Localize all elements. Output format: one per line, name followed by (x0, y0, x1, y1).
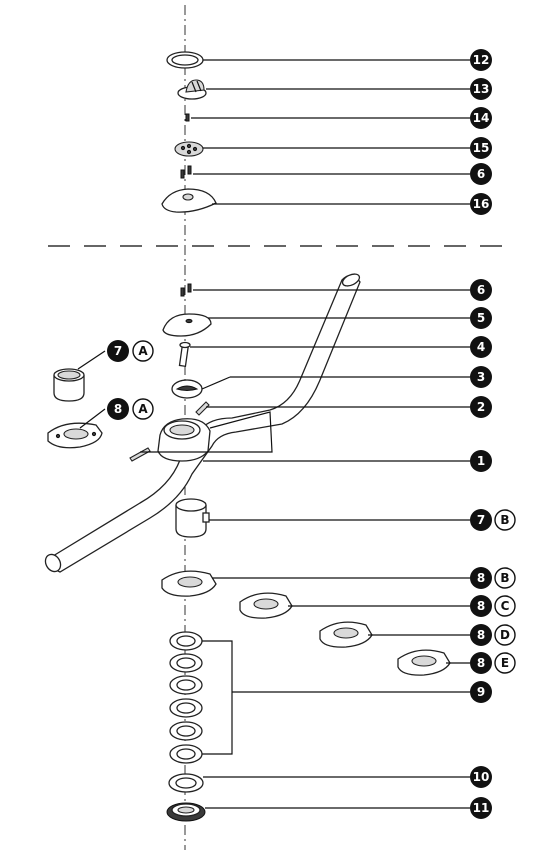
leader-9 (202, 640, 233, 755)
callout-4: 4 (470, 336, 492, 358)
callout-13-label: 13 (473, 82, 490, 96)
callout-16: 16 (470, 193, 492, 215)
callout-6-top-label: 6 (477, 167, 485, 181)
callout-8b-label: 8 (477, 571, 485, 585)
variant-8e-label: E (501, 656, 509, 670)
part-14-screw (185, 113, 190, 122)
leader-7a (77, 350, 106, 370)
callout-9: 9 (470, 681, 492, 703)
callout-1-label: 1 (477, 454, 485, 468)
leader-lines (77, 59, 470, 809)
callout-7a: 7 A (107, 340, 154, 362)
callout-4-label: 4 (477, 340, 485, 354)
callout-7a-label: 7 (114, 344, 122, 358)
part-8d-plate (319, 621, 373, 648)
part-6-screws-top (180, 165, 192, 179)
callout-8a-label: 8 (114, 402, 122, 416)
part-15-plate (174, 141, 204, 157)
callout-12: 12 (470, 49, 492, 71)
callout-14-label: 14 (473, 111, 490, 125)
leader-8a (79, 408, 106, 429)
part-2-bolt-lower (129, 447, 151, 462)
callout-12-label: 12 (473, 53, 490, 67)
callout-15: 15 (470, 137, 492, 159)
callout-8e-label: 8 (477, 656, 485, 670)
part-10-washer (168, 773, 204, 793)
part-11-bearing-cup (166, 802, 206, 822)
callout-6-mid-label: 6 (477, 283, 485, 297)
part-13-cable-guide (177, 79, 207, 100)
part-9-spacer-stack (169, 631, 203, 764)
callout-3-label: 3 (477, 370, 485, 384)
callout-10: 10 (470, 766, 492, 788)
callout-8c: 8 C (470, 595, 516, 617)
callout-11-label: 11 (473, 801, 490, 815)
part-7b-spacer (175, 498, 210, 538)
callout-7b: 7 B (470, 509, 516, 531)
part-8c-plate (239, 592, 293, 619)
part-2-bolt (195, 401, 210, 416)
variant-7b-label: B (500, 513, 509, 527)
callout-2-label: 2 (477, 400, 485, 414)
callout-5-label: 5 (477, 311, 485, 325)
variant-8d-label: D (500, 628, 510, 642)
callout-13: 13 (470, 78, 492, 100)
variant-8a-label: A (138, 402, 148, 416)
callout-8d-label: 8 (477, 628, 485, 642)
callout-14: 14 (470, 107, 492, 129)
spacer-ring (169, 744, 203, 764)
part-12-ring (166, 51, 204, 69)
variant-7a-label: A (138, 344, 148, 358)
spacer-ring (169, 721, 203, 741)
variant-8b-label: B (500, 571, 509, 585)
part-2-stem-clamp (157, 418, 211, 462)
spacer-ring (169, 631, 203, 651)
variant-8c-label: C (501, 599, 510, 613)
part-6-screws-middle (180, 283, 192, 297)
callout-2: 2 (470, 396, 492, 418)
callout-9-label: 9 (477, 685, 485, 699)
part-7a-spacer (53, 368, 85, 402)
leader-3 (201, 376, 231, 390)
part-5-cover (162, 313, 212, 337)
callout-8b: 8 B (470, 567, 516, 589)
part-8b-plate (161, 570, 217, 597)
spacer-ring (169, 653, 203, 673)
callout-11: 11 (470, 797, 492, 819)
callout-5: 5 (470, 307, 492, 329)
callout-16-label: 16 (473, 197, 490, 211)
callout-6-mid: 6 (470, 279, 492, 301)
callout-10-label: 10 (473, 770, 490, 784)
callout-15-label: 15 (473, 141, 490, 155)
callout-6-top: 6 (470, 163, 492, 185)
callout-1: 1 (470, 450, 492, 472)
callout-3: 3 (470, 366, 492, 388)
part-8a-plate (47, 422, 103, 449)
callout-8c-label: 8 (477, 599, 485, 613)
callout-8d: 8 D (470, 624, 516, 646)
spacer-ring (169, 698, 203, 718)
spacer-ring (169, 675, 203, 695)
callout-8e: 8 E (470, 652, 516, 674)
part-16-cap (161, 188, 217, 213)
part-8e-plate (397, 649, 451, 676)
leader-2-bracket (140, 411, 273, 453)
part-3-insert (171, 379, 203, 399)
callout-8a: 8 A (107, 398, 154, 420)
part-4-long-bolt (178, 341, 191, 368)
callout-7b-label: 7 (477, 513, 485, 527)
